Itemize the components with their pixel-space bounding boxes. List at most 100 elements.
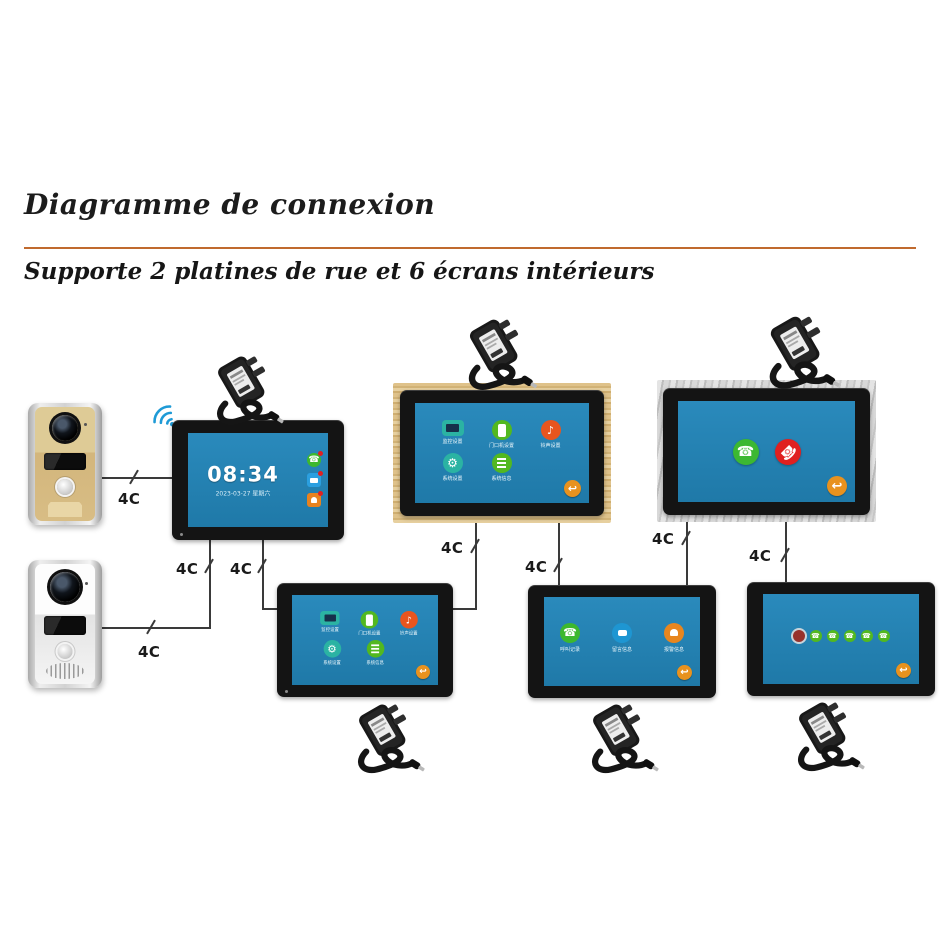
menu-item-ringtone: ♪ 铃声设置 xyxy=(390,610,428,636)
back-icon: ↩ xyxy=(677,665,692,680)
menu-item-system: ⚙ 系统设置 xyxy=(429,453,476,482)
answer-call-icon: ☎ xyxy=(732,438,759,465)
mic-hole-icon xyxy=(84,423,87,426)
message-record-item: 留言信息 xyxy=(602,622,642,653)
incoming-call-controls: ☎ ☎ xyxy=(678,401,855,502)
main-menu: 监控设置 门口机设置 ♪ 铃声设置 ⚙ 系统设置 xyxy=(415,403,589,503)
ringtone-icon: ♪ xyxy=(540,420,561,440)
back-icon: ↩ xyxy=(564,480,581,497)
wire-monitor2-monitor5 xyxy=(558,522,560,586)
room-phone-icon: ☎ xyxy=(826,630,839,642)
wire-label: 4C xyxy=(176,560,199,578)
wire-monitor1-monitor4-v xyxy=(262,540,264,610)
indoor-monitor-4: 监控设置 门口机设置 ♪ 铃声设置 ⚙ 系统设置 xyxy=(277,583,453,697)
clock-time: 08:34 xyxy=(207,462,279,487)
system-info-icon xyxy=(491,453,512,473)
notification-column: ☎ xyxy=(307,451,323,507)
menu-item-monitor: 监控设置 xyxy=(311,610,349,637)
outdoor-station-2 xyxy=(28,560,102,688)
clock-widget: 08:34 2023-03-27 星期六 xyxy=(188,463,298,498)
back-icon: ↩ xyxy=(416,665,430,679)
menu-item-monitor: 监控设置 xyxy=(429,420,476,449)
wire-monitor2-monitor4-v xyxy=(475,522,477,610)
records-menu: ☎ 呼叫记录 留言信息 报警信息 xyxy=(544,597,700,686)
wire-label: 4C xyxy=(230,560,253,578)
missed-call-icon: ☎ xyxy=(307,451,323,467)
call-record-item: ☎ 呼叫记录 xyxy=(550,622,590,653)
doorbell-faceplate xyxy=(35,564,95,684)
power-adapter-icon xyxy=(198,352,288,432)
door-station-icon xyxy=(360,610,379,629)
settings-gear-icon: ⚙ xyxy=(323,640,341,658)
camera-lens-icon xyxy=(50,572,80,602)
call-button xyxy=(57,479,73,495)
menu-item-system: ⚙ 系统设置 xyxy=(311,640,352,666)
settings-gear-icon: ⚙ xyxy=(442,453,463,473)
wire-doorstation2-horizontal xyxy=(97,627,211,629)
menu-item-doorstation: 门口机设置 xyxy=(478,420,525,449)
door-station-icon xyxy=(491,420,512,440)
monitor2-screen: 监控设置 门口机设置 ♪ 铃声设置 ⚙ 系统设置 xyxy=(415,403,589,503)
power-adapter-icon xyxy=(778,698,870,778)
outdoor-station-1 xyxy=(28,403,102,525)
room-phone-icon: ☎ xyxy=(809,630,822,642)
monitor1-screen: 08:34 2023-03-27 星期六 ☎ xyxy=(188,433,328,527)
power-adapter-icon xyxy=(572,700,664,780)
wire-label: 4C xyxy=(138,643,161,661)
alarm-record-icon xyxy=(664,622,684,643)
page-title: Diagramme de connexion xyxy=(24,188,436,221)
indoor-monitor-6: ☎ ☎ ☎ ☎ ☎ ↩ xyxy=(747,582,935,696)
room-selected-icon xyxy=(792,630,805,642)
call-record-icon: ☎ xyxy=(560,622,580,643)
wire-label: 4C xyxy=(441,539,464,557)
divider-rule xyxy=(24,247,916,249)
menu-item-info: 系统信息 xyxy=(354,640,395,666)
speaker-icon xyxy=(48,502,82,517)
clock-date: 2023-03-27 星期六 xyxy=(215,490,271,498)
power-adapter-icon xyxy=(448,315,543,397)
power-adapter-icon xyxy=(748,312,846,396)
page-subtitle: Supporte 2 platines de rue et 6 écrans i… xyxy=(24,258,655,285)
room-phone-icon: ☎ xyxy=(860,630,873,642)
ir-window xyxy=(44,453,86,470)
alarm-icon xyxy=(307,491,323,507)
wire-monitor1-monitor4-h xyxy=(262,608,278,610)
mic-hole-icon xyxy=(85,582,88,585)
monitor5-screen: ☎ 呼叫记录 留言信息 报警信息 ↩ xyxy=(544,597,700,686)
power-led xyxy=(180,533,183,536)
back-icon: ↩ xyxy=(827,476,847,496)
main-menu: 监控设置 门口机设置 ♪ 铃声设置 ⚙ 系统设置 xyxy=(299,600,427,679)
indoor-monitor-3: ☎ ☎ ↩ xyxy=(663,388,870,515)
power-led xyxy=(285,690,288,693)
intercom-room-list: ☎ ☎ ☎ ☎ ☎ xyxy=(763,594,919,684)
wire-label: 4C xyxy=(525,558,548,576)
menu-item-info: 系统信息 xyxy=(478,453,525,482)
system-info-icon xyxy=(366,640,384,658)
ringtone-icon: ♪ xyxy=(399,610,418,629)
indoor-monitor-2: 监控设置 门口机设置 ♪ 铃声设置 ⚙ 系统设置 xyxy=(400,390,604,516)
indoor-monitor-1: 08:34 2023-03-27 星期六 ☎ xyxy=(172,420,344,540)
power-adapter-icon xyxy=(338,700,430,780)
wire-monitor5-monitor3 xyxy=(686,522,688,586)
speaker-grille-icon xyxy=(46,663,84,679)
call-button xyxy=(57,644,73,659)
wire-label: 4C xyxy=(118,490,141,508)
monitor-settings-icon xyxy=(320,610,340,626)
monitor-settings-icon xyxy=(441,420,464,436)
wire-label: 4C xyxy=(749,547,772,565)
hangup-call-icon: ☎ xyxy=(774,438,801,465)
wire-monitor1-doorstation2 xyxy=(209,540,211,629)
back-icon: ↩ xyxy=(896,663,911,678)
wire-label: 4C xyxy=(652,530,675,548)
doorbell-faceplate xyxy=(35,407,95,521)
monitor4-screen: 监控设置 门口机设置 ♪ 铃声设置 ⚙ 系统设置 xyxy=(292,595,438,685)
room-phone-icon: ☎ xyxy=(877,630,890,642)
wire-monitor2-monitor4-h xyxy=(453,608,477,610)
indoor-monitor-5: ☎ 呼叫记录 留言信息 报警信息 ↩ xyxy=(528,585,716,698)
menu-item-ringtone: ♪ 铃声设置 xyxy=(527,420,574,449)
alarm-record-item: 报警信息 xyxy=(654,622,694,653)
camera-lens-icon xyxy=(52,415,78,441)
room-phone-icon: ☎ xyxy=(843,630,856,642)
menu-item-doorstation: 门口机设置 xyxy=(351,610,389,636)
